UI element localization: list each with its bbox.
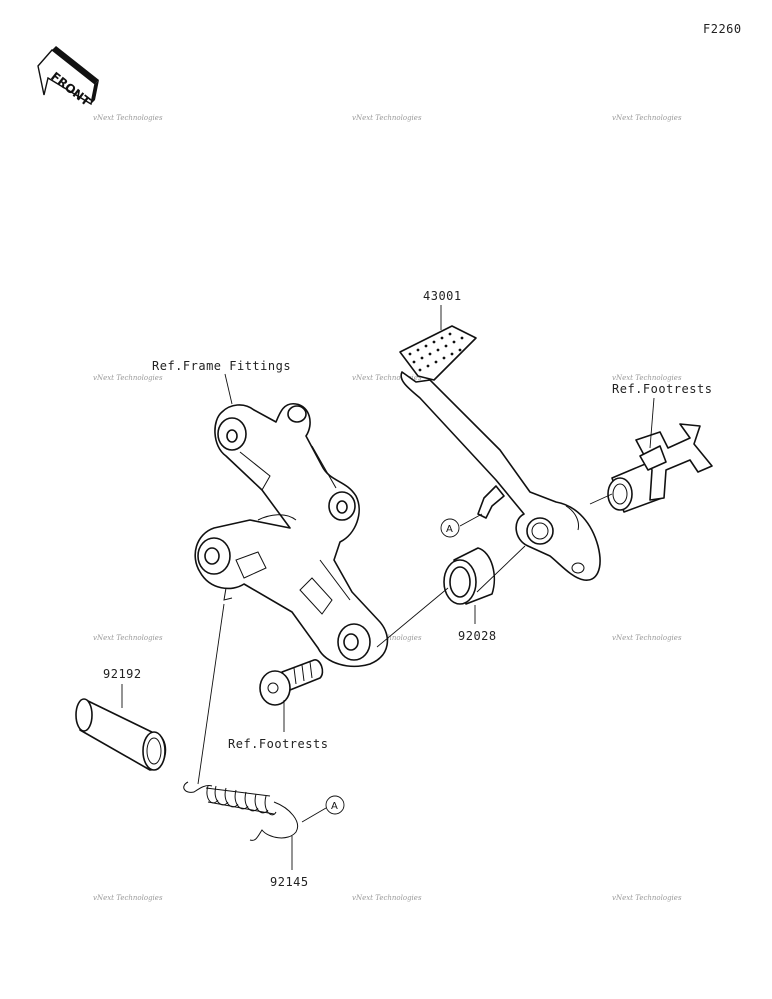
part-number-92028: 92028 bbox=[458, 629, 497, 643]
diagram-code: F2260 bbox=[703, 22, 742, 36]
watermark-4: vNext Technologies bbox=[93, 374, 163, 382]
front-arrow-icon: FRONT bbox=[37, 46, 99, 109]
watermark-7: vNext Technologies bbox=[93, 634, 163, 642]
collar-drawing bbox=[443, 547, 496, 605]
shift-lever-drawing bbox=[399, 325, 601, 581]
ref-frame-fittings-label: Ref.Frame Fittings bbox=[152, 359, 291, 373]
callout-a-lower: A bbox=[325, 795, 345, 815]
leader-lines bbox=[121, 305, 655, 870]
watermark-layer: vNext Technologies vNext Technologies vN… bbox=[93, 114, 682, 902]
watermark-11: vNext Technologies bbox=[352, 894, 422, 902]
footrest-holder-drawing bbox=[607, 423, 713, 513]
watermark-6: vNext Technologies bbox=[612, 374, 682, 382]
watermark-3: vNext Technologies bbox=[612, 114, 682, 122]
watermark-5: vNext Technologies bbox=[352, 374, 422, 382]
ref-footrests-lower-label: Ref.Footrests bbox=[228, 737, 328, 751]
watermark-1: vNext Technologies bbox=[93, 114, 163, 122]
callout-a-upper: A bbox=[440, 518, 460, 538]
ref-footrests-upper-label: Ref.Footrests bbox=[612, 382, 712, 396]
bolt-drawing bbox=[259, 659, 324, 706]
dowel-pin-drawing bbox=[75, 698, 167, 771]
watermark-12: vNext Technologies bbox=[612, 894, 682, 902]
part-number-92192: 92192 bbox=[103, 667, 142, 681]
callout-a-lower-letter: A bbox=[331, 801, 338, 812]
spring-drawing bbox=[183, 781, 298, 841]
footrest-bracket-drawing bbox=[194, 402, 389, 668]
watermark-9: vNext Technologies bbox=[612, 634, 682, 642]
part-number-43001: 43001 bbox=[423, 289, 462, 303]
part-number-92145: 92145 bbox=[270, 875, 309, 889]
watermark-10: vNext Technologies bbox=[93, 894, 163, 902]
callout-a-upper-letter: A bbox=[446, 524, 453, 535]
watermark-2: vNext Technologies bbox=[352, 114, 422, 122]
